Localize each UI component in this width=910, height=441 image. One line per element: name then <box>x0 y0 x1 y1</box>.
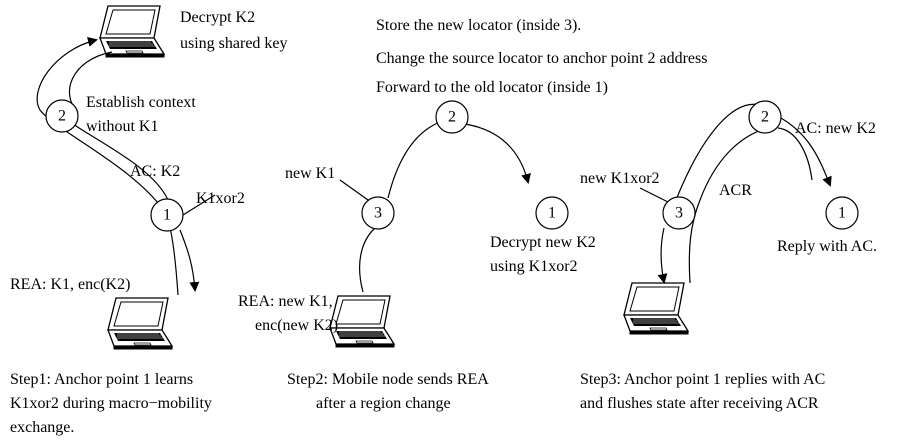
node-label: 2 <box>761 109 769 126</box>
caption-line1: Step2: Mobile node sends REA <box>287 371 489 388</box>
node-label: 1 <box>163 207 171 224</box>
pointer-line <box>182 194 216 216</box>
anchor-node-3 <box>361 196 395 230</box>
k1xor2-label: K1xor2 <box>196 190 245 207</box>
store-text-line1: Store the new locator (inside 3). <box>376 17 581 34</box>
establish-label-line2: without K1 <box>86 118 158 135</box>
anchor-node-1 <box>825 196 859 230</box>
node-label: 1 <box>838 205 846 222</box>
new-k1-label: new K1 <box>285 165 335 182</box>
caption-line1: Step1: Anchor point 1 learns <box>10 371 193 388</box>
node-label: 2 <box>448 109 456 126</box>
caption-line2: and flushes state after receiving ACR <box>580 395 819 412</box>
arrow-to-node1 <box>464 123 531 184</box>
laptop-icon <box>107 297 173 350</box>
new-k1xor2-label: new K1xor2 <box>580 170 660 187</box>
laptop-icon <box>623 282 689 335</box>
decrypt-label-line1: Decrypt new K2 <box>490 234 596 251</box>
anchor-node-1 <box>535 196 569 230</box>
caption-line2: K1xor2 during macro−mobility <box>10 395 212 412</box>
arrow-to-laptop <box>657 227 668 284</box>
anchor-node-1 <box>150 198 184 232</box>
decrypt-label-line1: Decrypt K2 <box>180 9 255 26</box>
anchor-node-3 <box>662 196 696 230</box>
establish-label-line1: Establish context <box>86 94 196 111</box>
node-label: 1 <box>548 205 556 222</box>
store-text-line2: Change the source locator to anchor poin… <box>376 50 707 67</box>
anchor-node-2 <box>45 99 79 133</box>
arrow-to-top-laptop <box>36 37 179 296</box>
link-line <box>387 121 441 199</box>
decrypt-label-line2: using K1xor2 <box>490 258 578 275</box>
acr-channel-line <box>777 127 813 181</box>
decrypt-label-line2: using shared key <box>180 35 288 52</box>
arrow-to-node1 <box>780 117 832 187</box>
arrow-to-bottom-laptop <box>179 229 200 292</box>
laptop-icon <box>99 5 165 58</box>
node-label: 3 <box>675 205 683 222</box>
panel-step1: 2 1 Decrypt K2 using shared key Establis… <box>10 5 288 436</box>
caption-line2: after a region change <box>316 395 451 412</box>
ac-label: AC: K2 <box>130 163 180 180</box>
link-line <box>359 227 376 293</box>
node-label: 2 <box>58 108 66 125</box>
store-text-line3: Forward to the old locator (inside 1) <box>376 79 608 96</box>
rea-label-line2: enc(new K2) <box>255 317 338 334</box>
pointer-line <box>639 187 671 204</box>
laptop-icon <box>329 295 395 348</box>
anchor-node-2 <box>435 100 469 134</box>
rea-label: REA: K1, enc(K2) <box>10 276 130 293</box>
anchor-node-2 <box>748 100 782 134</box>
panel-step3: 2 3 1 AC: new K2 new K1xor2 ACR Reply wi… <box>580 100 877 412</box>
panel-step2: 2 3 1 Store the new locator (inside 3). … <box>238 17 707 412</box>
ac-label: AC: new K2 <box>795 120 876 137</box>
reply-label: Reply with AC. <box>777 238 877 255</box>
node-label: 3 <box>374 205 382 222</box>
acr-channel-line <box>688 127 769 284</box>
caption-line1: Step3: Anchor point 1 replies with AC <box>580 371 825 388</box>
rea-label-line1: REA: new K1, <box>238 293 333 310</box>
caption-line3: exchange. <box>10 419 74 436</box>
acr-label: ACR <box>719 182 752 199</box>
